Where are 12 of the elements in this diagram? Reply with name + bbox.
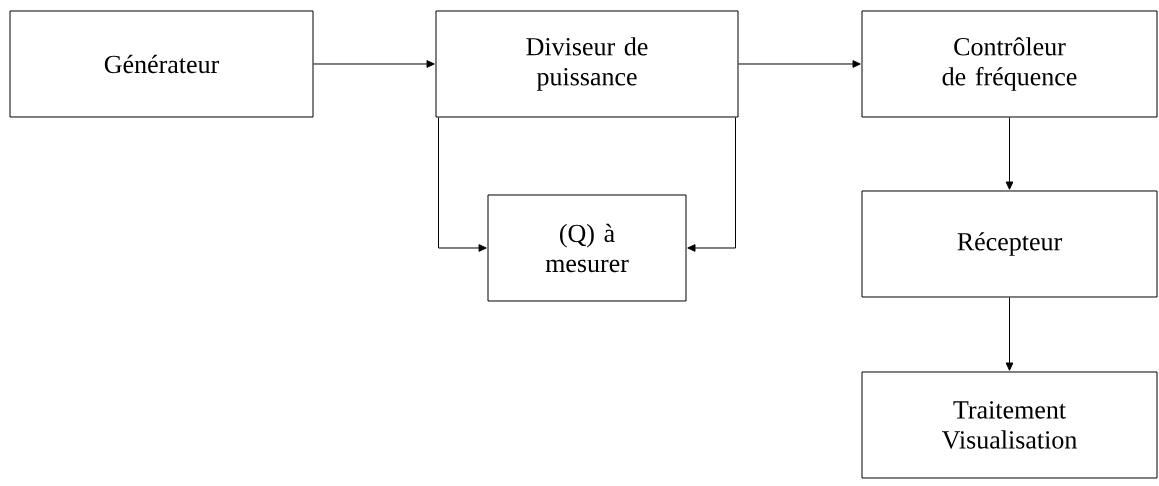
arrow <box>738 60 861 68</box>
arrow <box>313 60 435 68</box>
process-box: Récepteur <box>861 190 1158 298</box>
process-box: (Q) à mesurer <box>487 194 687 302</box>
process-box: Traitement Visualisation <box>861 371 1158 479</box>
arrow <box>687 117 736 252</box>
arrow <box>1005 117 1014 190</box>
process-box: Diviseur de puissance <box>435 10 739 118</box>
process-box: Contrôleur de fréquence <box>861 10 1158 118</box>
arrow <box>1005 297 1014 371</box>
process-box: Générateur <box>9 10 314 118</box>
arrow <box>438 117 487 252</box>
